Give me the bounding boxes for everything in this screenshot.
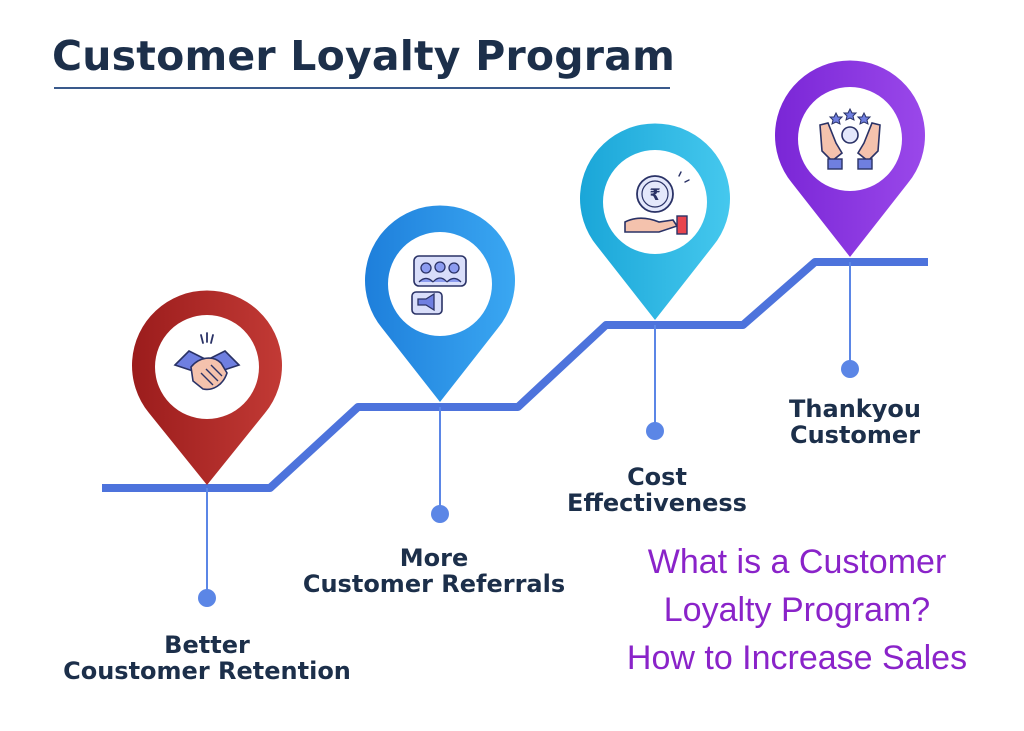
connector-dot-3 xyxy=(646,422,664,440)
group-megaphone-icon xyxy=(411,255,467,315)
step-2-line-2: Customer Referrals xyxy=(302,570,566,598)
handshake-icon xyxy=(173,332,241,391)
caption-line-1: What is a Customer xyxy=(647,543,947,581)
staircase-path xyxy=(102,258,928,492)
pin-1 xyxy=(132,290,282,485)
star-hands-icon xyxy=(819,107,881,170)
connector-dot-2 xyxy=(431,505,449,523)
rupee-coin-hand-icon: ₹ xyxy=(624,171,690,235)
svg-text:₹: ₹ xyxy=(649,185,660,204)
pin-4 xyxy=(775,60,925,257)
pin-2 xyxy=(365,205,515,402)
step-3-line-2: Effectiveness xyxy=(567,489,747,517)
step-4-line-2: Customer xyxy=(789,421,921,449)
pin-3: ₹ xyxy=(580,123,730,320)
title-underline xyxy=(54,87,670,89)
connector-dot-1 xyxy=(198,589,216,607)
step-label-3: Cost Effectiveness xyxy=(567,464,747,516)
caption-line-2: Loyalty Program? xyxy=(663,591,931,629)
step-label-4: Thankyou Customer xyxy=(789,396,921,448)
step-2-line-1: More xyxy=(399,544,469,572)
step-1-line-1: Better xyxy=(164,631,250,659)
step-label-2: More Customer Referrals xyxy=(303,545,565,597)
step-4-line-1: Thankyou xyxy=(789,395,921,423)
caption: What is a Customer Loyalty Program? How … xyxy=(592,538,1002,682)
page-title: Customer Loyalty Program xyxy=(52,32,676,80)
step-label-1: Better Coustomer Retention xyxy=(63,632,351,684)
step-3-line-1: Cost xyxy=(627,463,687,491)
connector-dot-4 xyxy=(841,360,859,378)
step-1-line-2: Coustomer Retention xyxy=(63,657,351,685)
caption-line-3: How to Increase Sales xyxy=(626,639,968,677)
